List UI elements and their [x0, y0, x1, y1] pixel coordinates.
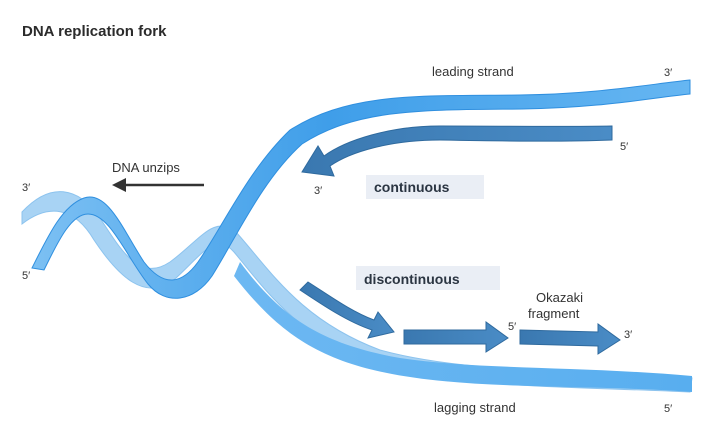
continuous-label-box — [366, 175, 484, 199]
new-leading-3prime: 3′ — [314, 185, 322, 197]
lagging-bottom-5prime: 5′ — [664, 403, 672, 415]
discontinuous-label: discontinuous — [364, 271, 460, 287]
leading-top-3prime: 3′ — [664, 67, 672, 79]
okazaki-label-line1: Okazaki — [536, 290, 583, 305]
continuous-label: continuous — [374, 179, 450, 195]
okazaki-fragment-1 — [299, 281, 395, 339]
fragment-5prime: 5′ — [508, 321, 516, 333]
discontinuous-label-box — [356, 266, 500, 290]
lagging-strand-label: lagging strand — [434, 400, 516, 415]
okazaki-label-line2: fragment — [528, 306, 580, 321]
new-leading-5prime: 5′ — [620, 141, 628, 153]
helix-left-5prime: 5′ — [22, 270, 30, 282]
leading-strand-label: leading strand — [432, 64, 514, 79]
okazaki-fragment-2 — [403, 321, 509, 353]
okazaki-fragment-3 — [519, 323, 621, 355]
diagram-title: DNA replication fork — [22, 23, 167, 40]
dna-unzips-label: DNA unzips — [112, 160, 180, 175]
lagging-parent-arm — [234, 262, 692, 392]
continuous-new-strand-arrow — [301, 125, 613, 177]
unzip-arrow-head — [112, 178, 126, 192]
helix-left-3prime: 3′ — [22, 182, 30, 194]
fragment-3prime: 3′ — [624, 329, 632, 341]
leading-parent-strand — [31, 79, 691, 299]
